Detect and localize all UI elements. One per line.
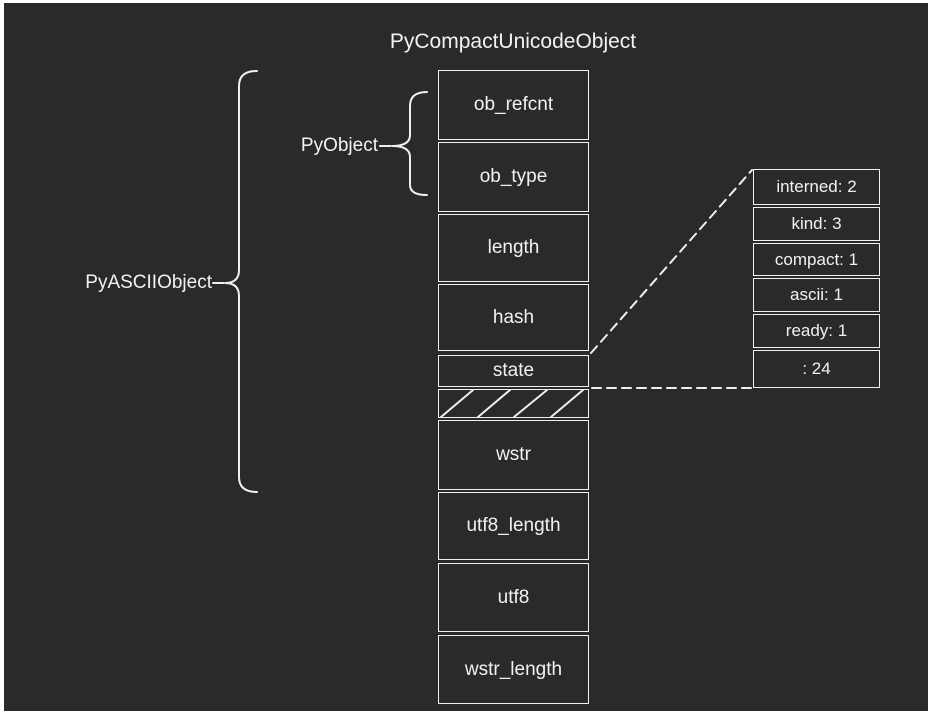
pyasciiobject-group-label: PyASCIIObject: [85, 272, 212, 293]
state-bitfield-cell-ready: ready: 1: [753, 314, 880, 348]
padding-hatched-cell: [438, 389, 589, 418]
state-bitfield-cell-compact: compact: 1: [753, 243, 880, 276]
field-cell-ob-refcnt: ob_refcnt: [438, 70, 589, 140]
field-cell-wstr-length: wstr_length: [438, 635, 589, 704]
field-cell-length: length: [438, 214, 589, 282]
pyobject-group-label: PyObject: [300, 135, 378, 156]
diagram-title: PyCompactUnicodeObject: [389, 30, 637, 53]
field-cell-hash: hash: [438, 284, 589, 351]
field-cell-wstr: wstr: [438, 420, 589, 490]
state-bitfield-cell-ascii: ascii: 1: [753, 278, 880, 312]
field-cell-utf8-length: utf8_length: [438, 492, 589, 560]
state-bitfield-cell-unused: : 24: [753, 350, 880, 388]
field-cell-state: state: [438, 355, 589, 387]
field-cell-ob-type: ob_type: [438, 142, 589, 212]
state-bitfield-cell-interned: interned: 2: [753, 169, 880, 205]
state-bitfield-cell-kind: kind: 3: [753, 207, 880, 241]
field-cell-utf8: utf8: [438, 563, 589, 632]
